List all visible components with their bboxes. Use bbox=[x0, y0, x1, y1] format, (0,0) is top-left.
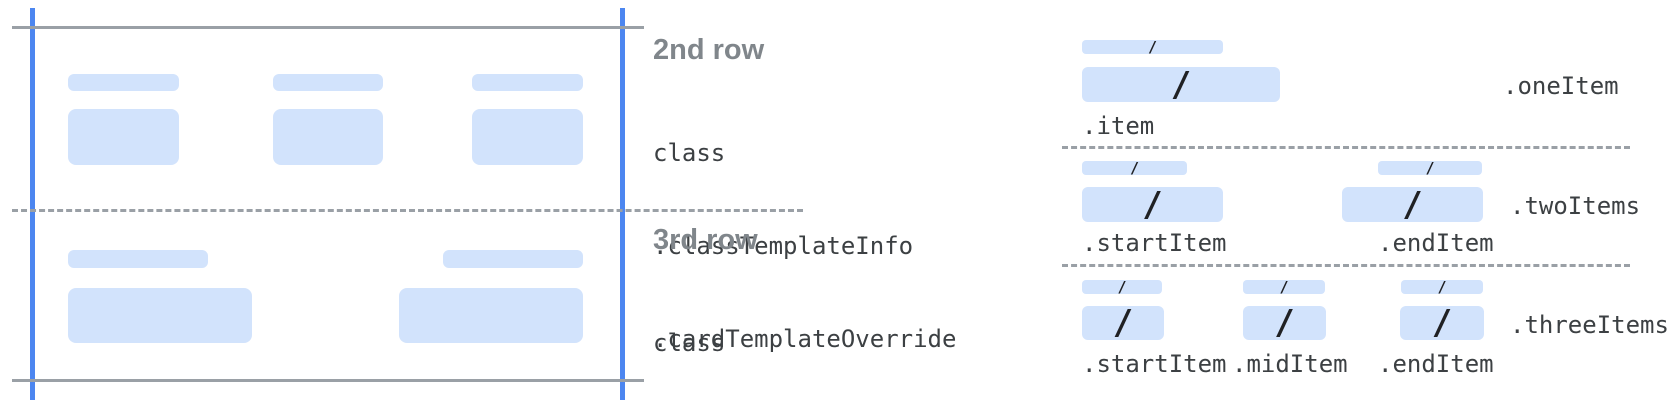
left-margin-guide-line bbox=[30, 8, 35, 400]
item-label-bar: / bbox=[1082, 277, 1162, 296]
item-field-label: .midItem bbox=[1232, 350, 1348, 378]
code-path-line: .cardTemplateOverride bbox=[653, 325, 957, 353]
third-row-heading: 3rd row bbox=[653, 224, 758, 256]
slash-placeholder-icon: / bbox=[1112, 303, 1134, 343]
second-row-class-path: class .classTemplateInfo .cardTemplateOv… bbox=[653, 76, 1000, 412]
slash-placeholder-icon: / bbox=[1147, 37, 1158, 56]
code-path-line: .classTemplateInfo bbox=[653, 232, 914, 260]
field-label-placeholder bbox=[443, 250, 583, 268]
slash-placeholder-icon: / bbox=[1431, 303, 1453, 343]
second-row-heading: 2nd row bbox=[653, 34, 765, 66]
item-value-bar: / bbox=[1082, 187, 1223, 222]
field-value-placeholder bbox=[273, 109, 383, 165]
slash-placeholder-icon: / bbox=[1425, 158, 1435, 177]
item-label-bar: / bbox=[1082, 37, 1223, 56]
item-label-bar: / bbox=[1378, 158, 1482, 177]
right-margin-guide-line bbox=[620, 8, 625, 400]
field-label-placeholder bbox=[68, 250, 208, 268]
field-value-placeholder bbox=[68, 288, 252, 343]
slash-placeholder-icon: / bbox=[1402, 184, 1423, 225]
item-field-label: .endItem bbox=[1378, 350, 1494, 378]
layout-group-label: .oneItem bbox=[1503, 72, 1619, 100]
slash-placeholder-icon: / bbox=[1129, 158, 1140, 177]
row-divider-dashed-line bbox=[12, 209, 803, 212]
field-value-placeholder bbox=[68, 109, 179, 165]
third-row-class-path: class .classTemplateInfo .cardTemplateOv… bbox=[653, 266, 1000, 412]
field-label-placeholder bbox=[472, 74, 583, 91]
item-value-bar: / bbox=[1400, 306, 1484, 340]
item-label-bar: / bbox=[1082, 158, 1187, 177]
item-value-bar: / bbox=[1243, 306, 1326, 340]
item-field-label: .startItem bbox=[1082, 229, 1227, 257]
slash-placeholder-icon: / bbox=[1142, 184, 1163, 225]
layout-group-label: .threeItems bbox=[1510, 311, 1669, 339]
field-value-placeholder bbox=[399, 288, 583, 343]
code-path-line: class bbox=[653, 139, 726, 167]
field-value-placeholder bbox=[472, 109, 583, 165]
item-field-label: .item bbox=[1082, 112, 1155, 140]
code-path-line: class bbox=[653, 329, 726, 357]
item-field-label: .startItem bbox=[1082, 350, 1227, 378]
slash-placeholder-icon: / bbox=[1279, 277, 1289, 296]
item-value-bar: / bbox=[1082, 306, 1164, 340]
slash-placeholder-icon: / bbox=[1117, 277, 1127, 296]
item-label-bar: / bbox=[1243, 277, 1325, 296]
slash-placeholder-icon: / bbox=[1170, 64, 1192, 105]
layout-separator-dashed-line bbox=[1062, 264, 1630, 267]
item-value-bar: / bbox=[1082, 67, 1280, 102]
field-label-placeholder bbox=[68, 74, 179, 91]
slash-placeholder-icon: / bbox=[1274, 303, 1295, 343]
field-label-placeholder bbox=[273, 74, 383, 91]
item-field-label: .endItem bbox=[1378, 229, 1494, 257]
slash-placeholder-icon: / bbox=[1437, 277, 1447, 296]
item-value-bar: / bbox=[1342, 187, 1483, 222]
top-edge-guide-line bbox=[12, 26, 644, 29]
layout-group-label: .twoItems bbox=[1510, 192, 1641, 220]
layout-separator-dashed-line bbox=[1062, 146, 1630, 149]
bottom-edge-guide-line bbox=[12, 379, 644, 382]
item-label-bar: / bbox=[1401, 277, 1483, 296]
